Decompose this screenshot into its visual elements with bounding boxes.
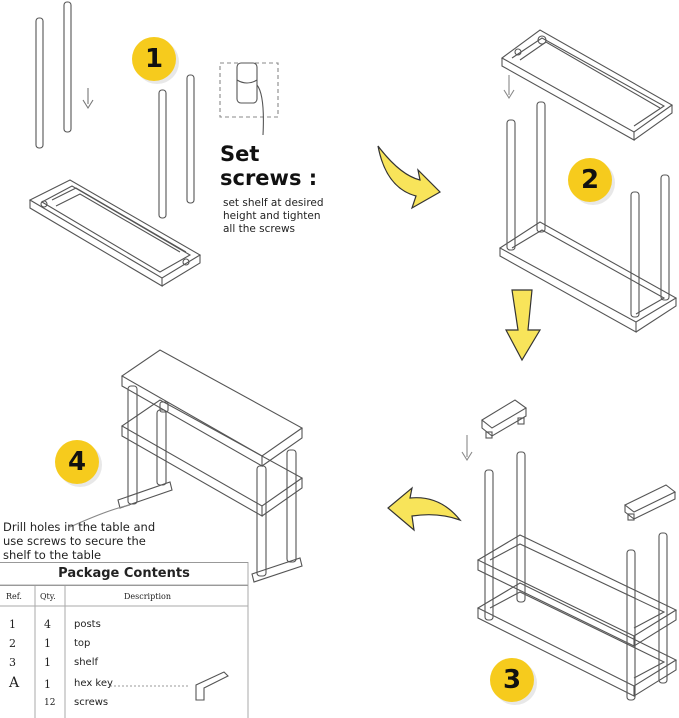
set-screws-description: set shelf at desired height and tighten … <box>223 197 324 235</box>
step1-shelf <box>28 179 202 287</box>
drill-note: Drill holes in the table and use screws … <box>3 520 156 562</box>
package-title: Package Contents <box>0 562 248 586</box>
step3-frame <box>476 451 678 701</box>
header-ref: Ref. <box>6 592 22 601</box>
row-ref: 3 <box>9 656 16 669</box>
row-description: posts <box>74 619 101 630</box>
step1-posts <box>35 1 195 219</box>
step-badge-4: 4 <box>55 440 99 484</box>
row-ref: A <box>9 675 20 691</box>
row-description: screws <box>74 697 109 708</box>
step-number: 3 <box>502 665 522 695</box>
screw-detail <box>219 62 279 136</box>
row-description: hex key <box>74 678 113 689</box>
header-description: Description <box>124 592 171 601</box>
row-qty: 1 <box>44 678 51 691</box>
step-number: 4 <box>67 447 87 477</box>
step2-frame <box>498 101 678 333</box>
row-qty: 4 <box>44 618 51 631</box>
step-badge-1: 1 <box>132 37 176 81</box>
step-number: 2 <box>580 165 600 195</box>
step4-assembled-shelf <box>117 349 304 583</box>
step-number: 1 <box>144 44 164 74</box>
package-contents-table: Package Contents Ref. Qty. Description 1… <box>0 562 248 718</box>
step-badge-3: 3 <box>490 658 534 702</box>
row-ref: 1 <box>9 618 16 631</box>
row-qty: 1 <box>44 637 51 650</box>
header-qty: Qty. <box>40 592 56 601</box>
row-ref: 2 <box>9 637 16 650</box>
step2-top-shelf <box>500 29 674 141</box>
step-arrows <box>377 145 542 532</box>
row-description: top <box>74 638 91 649</box>
step-badge-2: 2 <box>568 158 612 202</box>
set-screws-title: Set screws : <box>220 142 318 190</box>
hex-key-icon <box>195 671 229 701</box>
row-description: shelf <box>74 657 98 668</box>
step3-brackets <box>481 399 677 521</box>
row-qty: 12 <box>44 698 56 708</box>
row-qty: 1 <box>44 656 51 669</box>
